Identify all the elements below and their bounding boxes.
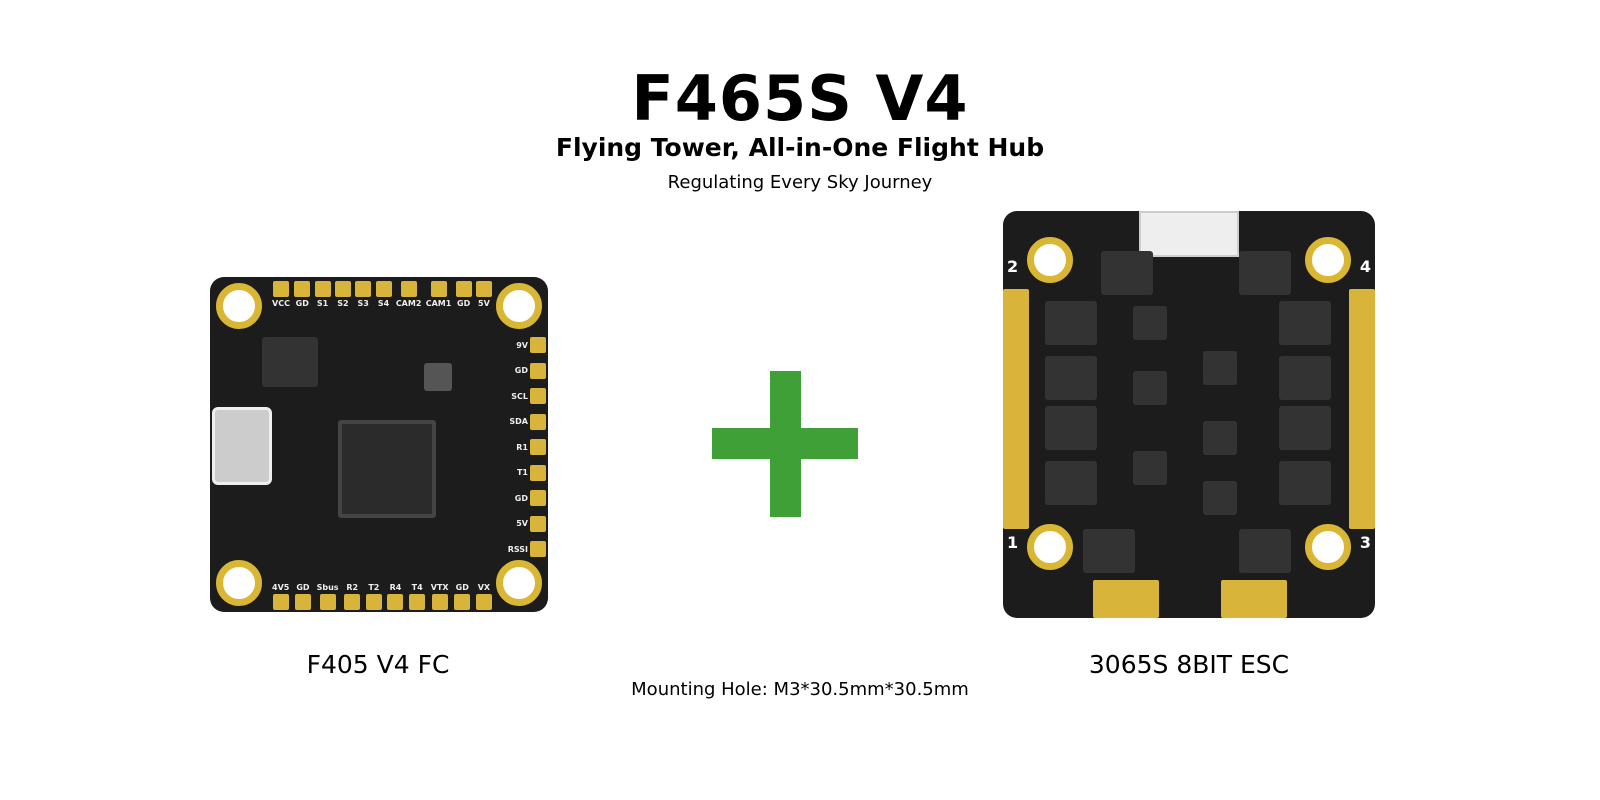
- pin-label: R1: [516, 442, 528, 452]
- esc-chip: [1279, 356, 1331, 400]
- pin-label: 5V: [516, 519, 528, 528]
- solder-pad: [530, 490, 546, 506]
- pin-label: R2: [346, 583, 359, 592]
- esc-chip: [1279, 301, 1331, 345]
- solder-pad: [430, 281, 447, 297]
- product-title: F465S V4: [631, 62, 969, 135]
- fc-label: F405 V4 FC: [306, 650, 450, 679]
- corner-number: 4: [1359, 257, 1371, 276]
- solder-pad: [530, 541, 546, 557]
- esc-board-image: 2 4 1 3: [1003, 211, 1375, 618]
- esc-chip: [1133, 306, 1167, 340]
- solder-pad: [530, 413, 546, 430]
- solder-pad: [294, 594, 311, 610]
- solder-pad: [375, 281, 392, 297]
- solder-pad: [454, 594, 471, 610]
- pin-label: S4: [377, 299, 390, 308]
- pin-label: T2: [368, 583, 380, 592]
- esc-chip: [1239, 251, 1291, 295]
- solder-pad: [530, 439, 546, 455]
- pin-label: RSSI: [507, 544, 528, 554]
- pin-label: Sbus: [316, 583, 339, 592]
- esc-chip: [1279, 406, 1331, 450]
- solder-pad: [355, 281, 372, 297]
- pin-label: S1: [316, 299, 329, 308]
- pin-label: VTX: [430, 583, 449, 592]
- esc-chip: [1045, 406, 1097, 450]
- solder-pad: [530, 337, 546, 353]
- solder-pad: [530, 464, 546, 481]
- pin-label: SCL: [511, 391, 528, 401]
- solder-pad: [409, 594, 426, 610]
- solder-pad: [431, 594, 448, 610]
- pin-label: CAM2: [395, 299, 422, 308]
- plus-icon-vertical: [770, 371, 801, 517]
- solder-pad: [530, 388, 546, 404]
- corner-number: 2: [1007, 257, 1019, 276]
- pin-label: 4V5: [272, 583, 290, 592]
- pin-label: S2: [337, 299, 349, 308]
- pin-label: 5V: [478, 299, 490, 308]
- esc-chip: [1203, 421, 1237, 455]
- solder-pad: [455, 281, 472, 297]
- solder-pad: [400, 281, 417, 297]
- esc-chip: [1083, 529, 1135, 573]
- pin-label: 9V: [516, 340, 528, 350]
- pin-label: VCC: [272, 299, 290, 308]
- esc-label: 3065S 8BIT ESC: [1088, 650, 1290, 679]
- solder-pad: [475, 594, 492, 610]
- corner-number: 3: [1359, 533, 1371, 552]
- esc-chip: [1045, 461, 1097, 505]
- pin-label: R4: [389, 583, 402, 592]
- esc-chip: [1279, 461, 1331, 505]
- esc-chip: [1133, 371, 1167, 405]
- esc-chip: [1133, 451, 1167, 485]
- pin-label: T4: [411, 583, 423, 592]
- solder-pad: [475, 281, 492, 297]
- solder-pad: [530, 515, 546, 532]
- solder-pad: [387, 594, 404, 610]
- solder-pad: [314, 281, 331, 297]
- esc-chip: [1203, 481, 1237, 515]
- solder-pad: [365, 594, 382, 610]
- esc-chip: [1101, 251, 1153, 295]
- solder-pad: [272, 281, 289, 297]
- solder-pad: [334, 281, 351, 297]
- pin-label: GD: [457, 299, 471, 308]
- pin-label: S3: [357, 299, 369, 308]
- pin-label: GD: [514, 493, 528, 503]
- pin-label: GD: [295, 299, 309, 308]
- pin-label: GD: [296, 583, 310, 592]
- pin-label: GD: [514, 366, 528, 375]
- solder-pad: [319, 594, 336, 610]
- pin-label: VX: [477, 583, 491, 592]
- esc-chip: [1045, 301, 1097, 345]
- solder-pad: [344, 594, 361, 610]
- esc-chip: [1045, 356, 1097, 400]
- product-tagline: Regulating Every Sky Journey: [667, 172, 933, 193]
- mounting-hole-note: Mounting Hole: M3*30.5mm*30.5mm: [631, 679, 969, 700]
- product-subtitle: Flying Tower, All-in-One Flight Hub: [555, 133, 1045, 162]
- pin-label: GD: [455, 583, 469, 592]
- pin-label: CAM1: [425, 299, 452, 308]
- pin-label: T1: [516, 468, 528, 477]
- solder-pad: [294, 281, 311, 297]
- esc-chip: [1239, 529, 1291, 573]
- esc-chip: [1203, 351, 1237, 385]
- corner-number: 1: [1007, 533, 1019, 552]
- solder-pad: [272, 594, 289, 610]
- solder-pad: [530, 362, 546, 379]
- pin-label: SDA: [509, 417, 528, 426]
